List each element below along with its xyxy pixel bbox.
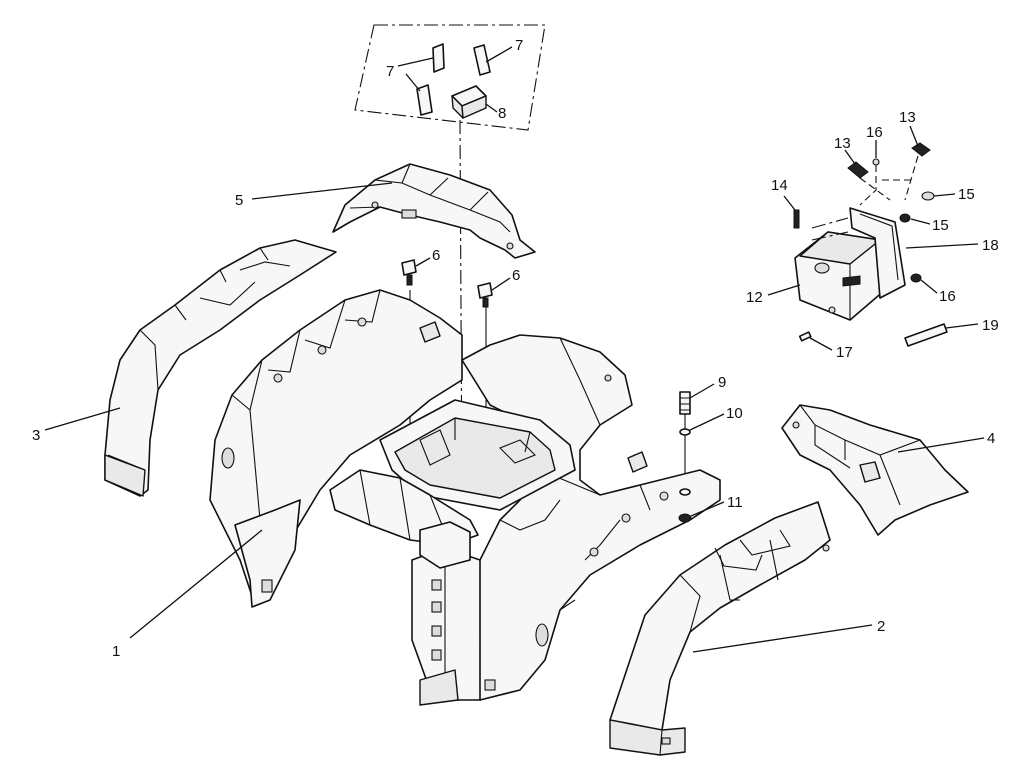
part-15-screw-b	[899, 213, 911, 223]
detail-inset-frame	[354, 24, 546, 131]
leader-6a	[415, 257, 431, 267]
leader-18	[905, 243, 979, 249]
callout-5: 5	[235, 192, 243, 209]
part-6-fastener-b	[477, 282, 493, 308]
detail-inset	[354, 24, 546, 131]
part-6-fastener-a	[401, 259, 417, 286]
callout-16b: 16	[939, 288, 956, 305]
leader-12	[767, 284, 801, 296]
part-18-plate	[811, 207, 906, 299]
callout-2: 2	[877, 618, 885, 635]
leader-11	[690, 501, 725, 517]
part-7-pad-b	[473, 44, 491, 76]
part-4-right-extension	[781, 404, 969, 536]
part-13-clip-a	[847, 161, 869, 179]
callout-13b: 13	[899, 109, 916, 126]
part-16-screw-b	[910, 273, 922, 283]
leader-15a	[933, 193, 956, 197]
callout-14: 14	[771, 177, 788, 194]
callout-17: 17	[836, 344, 853, 361]
callout-1: 1	[112, 643, 120, 660]
callout-15b: 15	[932, 217, 949, 234]
part-13-clip-b	[911, 142, 931, 157]
module-assembly-lines	[859, 155, 919, 206]
part-11-nut	[678, 488, 692, 523]
callout-6b: 6	[512, 267, 520, 284]
part-10-washer	[679, 428, 691, 436]
leader-2	[692, 624, 873, 653]
callout-18: 18	[982, 237, 999, 254]
leader-19	[945, 323, 979, 329]
callout-3: 3	[32, 427, 40, 444]
part-1-rear-fender	[209, 289, 721, 706]
callout-10: 10	[726, 405, 743, 422]
part-5-rear-cover	[332, 163, 536, 259]
part-14-pin	[793, 209, 800, 229]
callout-8: 8	[498, 105, 506, 122]
leader-7b	[485, 46, 513, 63]
leader-1	[129, 529, 263, 639]
callout-7a: 7	[386, 63, 394, 80]
callout-12: 12	[746, 289, 763, 306]
part-9-bolt	[679, 391, 691, 415]
callout-11: 11	[727, 494, 743, 511]
part-17-screw	[798, 331, 812, 342]
leader-13b	[909, 125, 919, 147]
part-8-block	[451, 85, 487, 119]
callout-16a: 16	[866, 124, 883, 141]
part-19-rod	[904, 323, 948, 347]
callout-19: 19	[982, 317, 999, 334]
callout-13a: 13	[834, 135, 851, 152]
leader-15b	[910, 218, 931, 225]
leader-14	[783, 195, 796, 211]
part-16-screw-a	[872, 158, 880, 166]
leader-6b	[491, 277, 511, 291]
callout-15a: 15	[958, 186, 975, 203]
callout-6a: 6	[432, 247, 440, 264]
part-7-pad-c	[416, 84, 433, 116]
leader-17	[809, 337, 833, 351]
leader-3	[44, 407, 121, 431]
leader-13a	[844, 149, 856, 165]
callout-4: 4	[987, 430, 995, 447]
leader-8	[485, 103, 498, 113]
leader-7a	[397, 57, 434, 92]
leader-16b	[920, 279, 938, 294]
callout-7b: 7	[515, 37, 523, 54]
leader-5	[251, 182, 393, 200]
callout-9: 9	[718, 374, 726, 391]
part-7-pad-a	[432, 43, 445, 73]
leader-4	[897, 437, 985, 453]
leader-9	[689, 383, 715, 399]
part-2-right-flare	[609, 501, 831, 756]
leader-10	[689, 413, 725, 431]
part-15-screw-a	[921, 191, 935, 201]
part-12-module-box	[794, 231, 886, 321]
part-3-left-flare	[104, 239, 337, 497]
